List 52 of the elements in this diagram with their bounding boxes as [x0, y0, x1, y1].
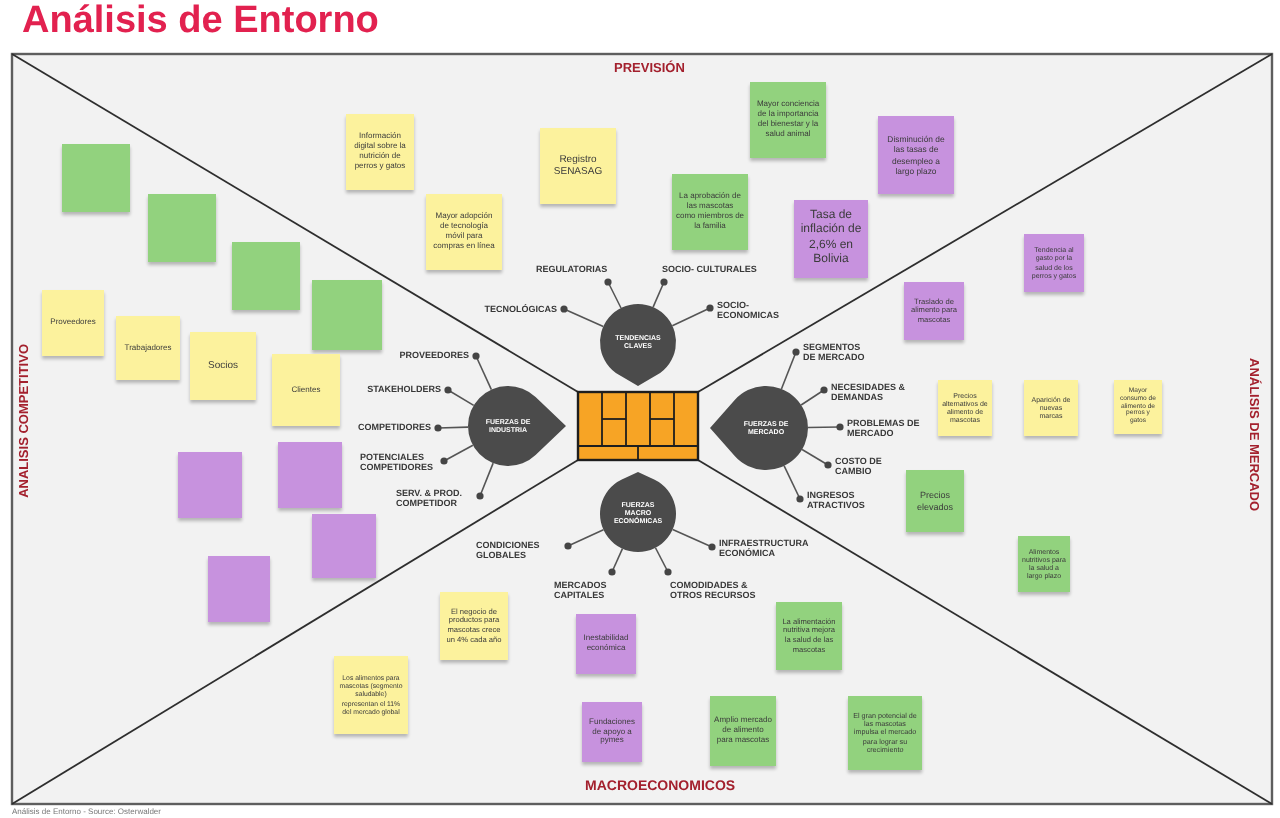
connector-line [472, 352, 493, 391]
page-title: Análisis de Entorno [22, 2, 379, 40]
connector-line [800, 386, 828, 406]
sticky-note [576, 614, 636, 674]
sticky-note [750, 82, 826, 158]
sticky-note [148, 194, 216, 262]
sticky-note [42, 290, 104, 356]
connector-line [652, 278, 668, 308]
connector-line [783, 465, 804, 503]
connector-line [440, 444, 474, 465]
sticky-note [938, 380, 992, 436]
sticky-note [346, 114, 414, 190]
sticky-note [794, 200, 868, 278]
sticky-note [878, 116, 954, 194]
sticky-note [904, 282, 964, 340]
connector-line [434, 424, 469, 432]
sticky-note [582, 702, 642, 762]
connector-line [671, 304, 714, 327]
connector-line [608, 547, 624, 576]
connector-line [444, 386, 475, 407]
sticky-note [672, 174, 748, 250]
sticky-note [312, 280, 382, 350]
sticky-note [1018, 536, 1070, 592]
sticky-note [190, 332, 256, 400]
sticky-note [208, 556, 270, 622]
connector-line [604, 278, 622, 309]
connector-line [476, 462, 494, 500]
sticky-note [334, 656, 408, 734]
sticky-note [116, 316, 180, 380]
sticky-note [1114, 380, 1162, 434]
sticky-note [178, 452, 242, 518]
connector-line [807, 423, 844, 431]
sticky-note [1024, 380, 1078, 436]
sticky-note [848, 696, 922, 770]
connector-line [560, 305, 605, 328]
sticky-note [232, 242, 300, 310]
connector-line [654, 546, 672, 576]
sticky-note [710, 696, 776, 766]
sticky-note [540, 128, 616, 204]
sticky-note [278, 442, 342, 508]
sticky-note [312, 514, 376, 578]
sticky-note [440, 592, 508, 660]
connector-line [780, 348, 800, 390]
sticky-note [62, 144, 130, 212]
sticky-note [776, 602, 842, 670]
connector-line [801, 448, 832, 469]
sticky-note [1024, 234, 1084, 292]
sticky-note [426, 194, 502, 270]
connector-line [564, 529, 605, 550]
connector-line [671, 528, 716, 551]
sticky-note [272, 354, 340, 426]
sticky-note [906, 470, 964, 532]
